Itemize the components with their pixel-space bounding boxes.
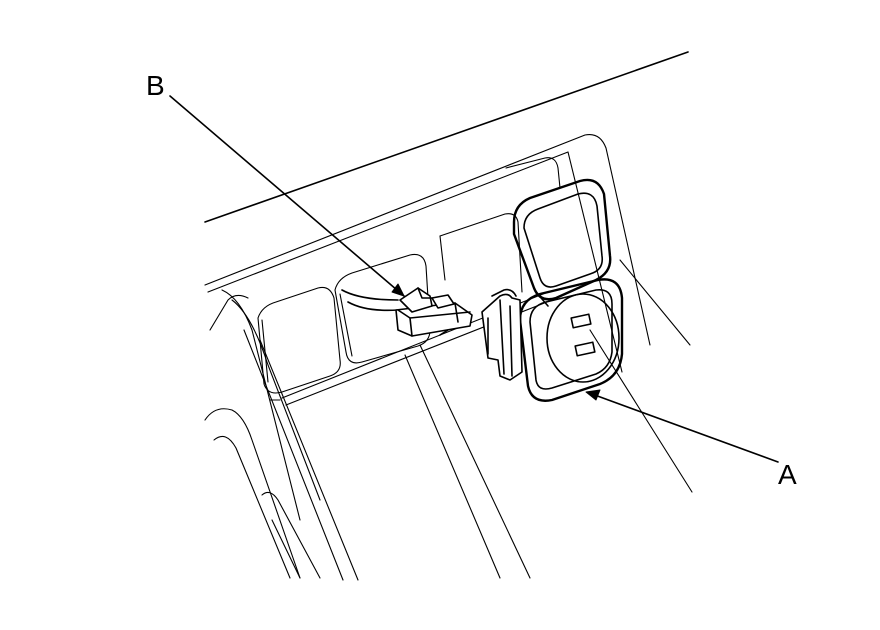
wire-harness	[341, 289, 399, 312]
callout-label-a: A	[778, 459, 797, 490]
leader-line-a	[591, 393, 779, 463]
accessory-socket-a	[481, 178, 624, 402]
panel-lower-left	[204, 408, 321, 579]
dash-top-edge	[204, 51, 689, 223]
arrowhead-b	[391, 283, 405, 297]
connector-b	[395, 287, 473, 337]
callout-label-b: B	[146, 70, 165, 101]
leader-line-b	[169, 95, 405, 297]
switch-blank-left	[257, 286, 341, 394]
arrowhead-a	[585, 389, 601, 401]
panel-body	[204, 133, 693, 581]
